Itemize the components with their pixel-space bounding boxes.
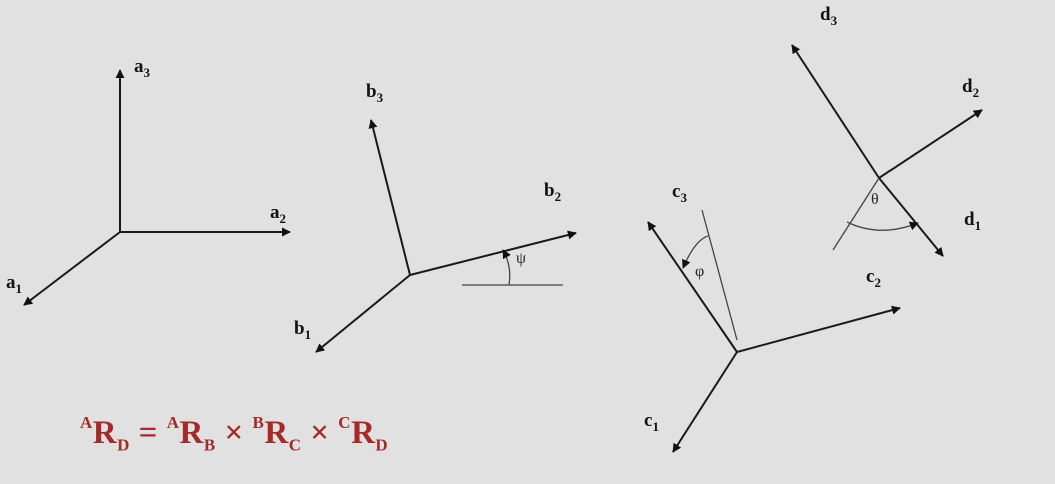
eq-term0-prefix: A <box>80 413 93 432</box>
eq-term0-main: R <box>92 415 118 451</box>
reference-line-c <box>701 209 738 341</box>
frame-d: θ d3 d2 d1 <box>791 4 983 257</box>
axis-c1 <box>672 351 738 453</box>
label-a1: a1 <box>6 272 22 296</box>
angle-psi: ψ <box>516 250 526 267</box>
frame-c: φ c3 c2 c1 <box>644 181 901 453</box>
label-d1: d1 <box>964 209 981 233</box>
axis-b1 <box>315 274 411 353</box>
label-b2: b2 <box>544 180 561 204</box>
label-a3: a3 <box>134 56 151 80</box>
angle-arc-psi <box>502 249 511 286</box>
label-a2: a2 <box>270 202 286 226</box>
frame-b: ψ b3 b2 b1 <box>294 81 577 353</box>
eq-times-1: × <box>215 415 253 451</box>
axis-d2 <box>878 109 983 179</box>
angle-arc-theta <box>846 221 919 231</box>
eq-term2-subscript: C <box>288 435 302 455</box>
label-c3: c3 <box>672 181 687 205</box>
eq-term1-subscript: B <box>203 435 216 455</box>
axis-d3 <box>791 44 880 179</box>
rotation-equation: ARD = ARB × BRC × CRD <box>80 413 389 456</box>
eq-term3-main: R <box>351 415 376 451</box>
axis-c3 <box>647 221 738 353</box>
axis-b2 <box>409 230 577 276</box>
eq-times-2: × <box>301 415 339 451</box>
eq-term0-subscript: D <box>117 435 130 455</box>
angle-arc-phi <box>682 235 709 269</box>
label-d2: d2 <box>962 76 979 100</box>
axis-b3 <box>368 119 411 276</box>
frame-a: a3 a2 a1 <box>6 56 291 306</box>
angle-phi: φ <box>695 263 704 280</box>
label-c1: c1 <box>644 410 659 434</box>
axis-c2 <box>736 305 901 353</box>
label-c2: c2 <box>866 266 881 290</box>
angle-theta: θ <box>871 191 879 208</box>
label-b1: b1 <box>294 318 311 342</box>
eq-term1-prefix: A <box>166 413 180 432</box>
label-d3: d3 <box>820 4 838 28</box>
axis-d1 <box>878 177 944 257</box>
reference-line-d <box>832 177 880 251</box>
eq-term3-prefix: C <box>338 413 352 432</box>
eq-term3-subscript: D <box>375 435 389 455</box>
eq-equals: = <box>129 415 167 451</box>
eq-term2-main: R <box>264 415 289 451</box>
label-b3: b3 <box>366 81 384 105</box>
axis-a1 <box>23 231 121 306</box>
eq-term1-main: R <box>179 415 204 451</box>
eq-term2-prefix: B <box>252 413 265 432</box>
